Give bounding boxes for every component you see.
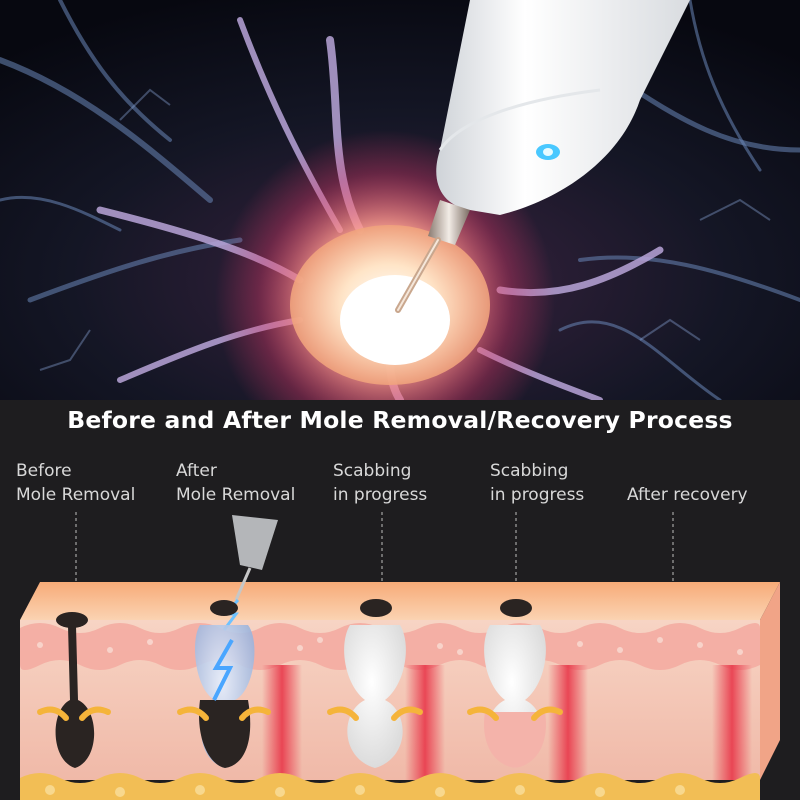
process-title: Before and After Mole Removal/Recovery P… <box>67 406 733 434</box>
pen-device <box>395 0 690 313</box>
mole-before <box>37 612 111 768</box>
neuron-illustration <box>0 0 800 400</box>
scab-stage-1 <box>327 599 423 768</box>
mole-during-removal <box>177 515 278 768</box>
stage-label-recovery: After recovery <box>627 485 748 505</box>
scab-stage-2 <box>467 599 563 768</box>
skin-cross-section <box>20 512 780 800</box>
